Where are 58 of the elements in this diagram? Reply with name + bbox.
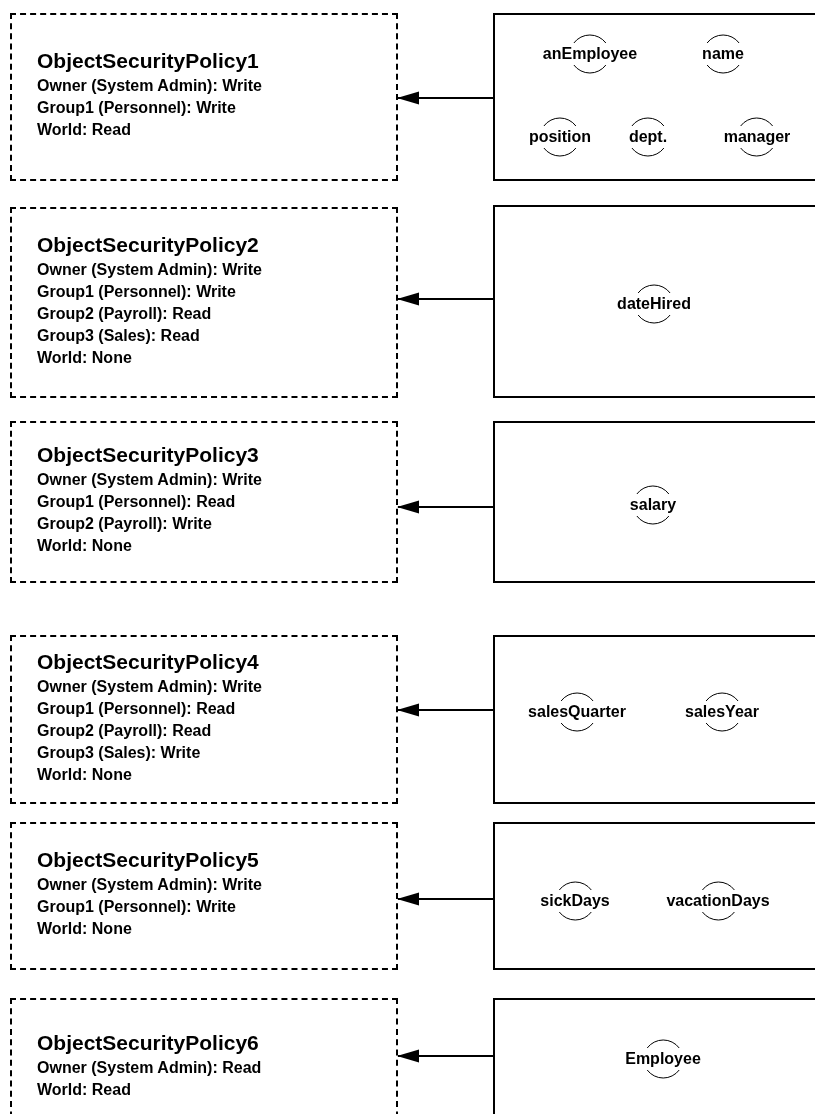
permission-line: Group3 (Sales): Read <box>37 325 201 346</box>
attribute-node: salary <box>629 482 677 528</box>
permission-line: Group3 (Sales): Write <box>37 742 202 763</box>
attribute-node: dateHired <box>617 281 691 327</box>
attribute-node: vacationDays <box>666 878 770 924</box>
permission-line: Group1 (Personnel): Read <box>37 492 237 512</box>
policy-box <box>10 822 398 970</box>
policy-box <box>10 635 398 804</box>
arrow <box>397 892 494 906</box>
permission-line: Owner (System Admin): Write <box>37 259 263 280</box>
object-box <box>493 635 815 804</box>
permission-line: Group1 (Personnel): Write <box>37 281 237 302</box>
permission-line: Owner (System Admin): Write <box>37 875 263 895</box>
permission-line: Owner (System Admin): Read <box>37 1058 263 1078</box>
attribute-node: anEmployee <box>542 31 638 77</box>
permission-line: Owner (System Admin): Write <box>37 76 263 96</box>
policy-title: ObjectSecurityPolicy1 <box>37 48 260 74</box>
attribute-node: sickDays <box>540 878 610 924</box>
policy-box <box>10 998 398 1114</box>
object-box <box>493 421 815 583</box>
policy-title: ObjectSecurityPolicy3 <box>37 442 260 468</box>
policy-title: ObjectSecurityPolicy5 <box>37 847 260 873</box>
arrow <box>397 1049 494 1063</box>
arrow <box>397 292 494 306</box>
attribute-node: position <box>528 114 592 160</box>
permission-line: Group2 (Payroll): Write <box>37 514 213 534</box>
arrow <box>397 703 494 717</box>
arrow <box>397 500 494 514</box>
permission-line: Group1 (Personnel): Write <box>37 897 237 917</box>
permission-line: World: None <box>37 919 133 939</box>
attribute-node: Employee <box>625 1036 701 1082</box>
object-box <box>493 13 815 181</box>
object-box <box>493 998 815 1114</box>
permission-line: World: Read <box>37 120 132 140</box>
attribute-node: manager <box>723 114 791 160</box>
policy-title: ObjectSecurityPolicy4 <box>37 648 260 675</box>
policy-box <box>10 421 398 583</box>
permission-line: Owner (System Admin): Write <box>37 676 263 697</box>
attribute-node: name <box>702 31 744 77</box>
policy-title: ObjectSecurityPolicy2 <box>37 231 260 258</box>
permission-line: World: Read <box>37 1080 132 1100</box>
permission-line: Group1 (Personnel): Write <box>37 98 237 118</box>
object-box <box>493 822 815 970</box>
attribute-node: salesQuarter <box>528 689 626 735</box>
policy-box <box>10 13 398 181</box>
permission-line: World: None <box>37 764 133 785</box>
permission-line: Owner (System Admin): Write <box>37 470 263 490</box>
permission-line: Group2 (Payroll): Read <box>37 303 213 324</box>
attribute-node: salesYear <box>685 689 759 735</box>
permission-line: World: None <box>37 536 133 556</box>
policy-title: ObjectSecurityPolicy6 <box>37 1030 260 1056</box>
object-box <box>493 205 815 398</box>
arrow <box>397 91 494 105</box>
policy-box <box>10 207 398 398</box>
permission-line: Group2 (Payroll): Read <box>37 720 213 741</box>
permission-line: World: None <box>37 347 133 368</box>
permission-line: Group1 (Personnel): Read <box>37 698 237 719</box>
attribute-node: dept. <box>628 114 668 160</box>
